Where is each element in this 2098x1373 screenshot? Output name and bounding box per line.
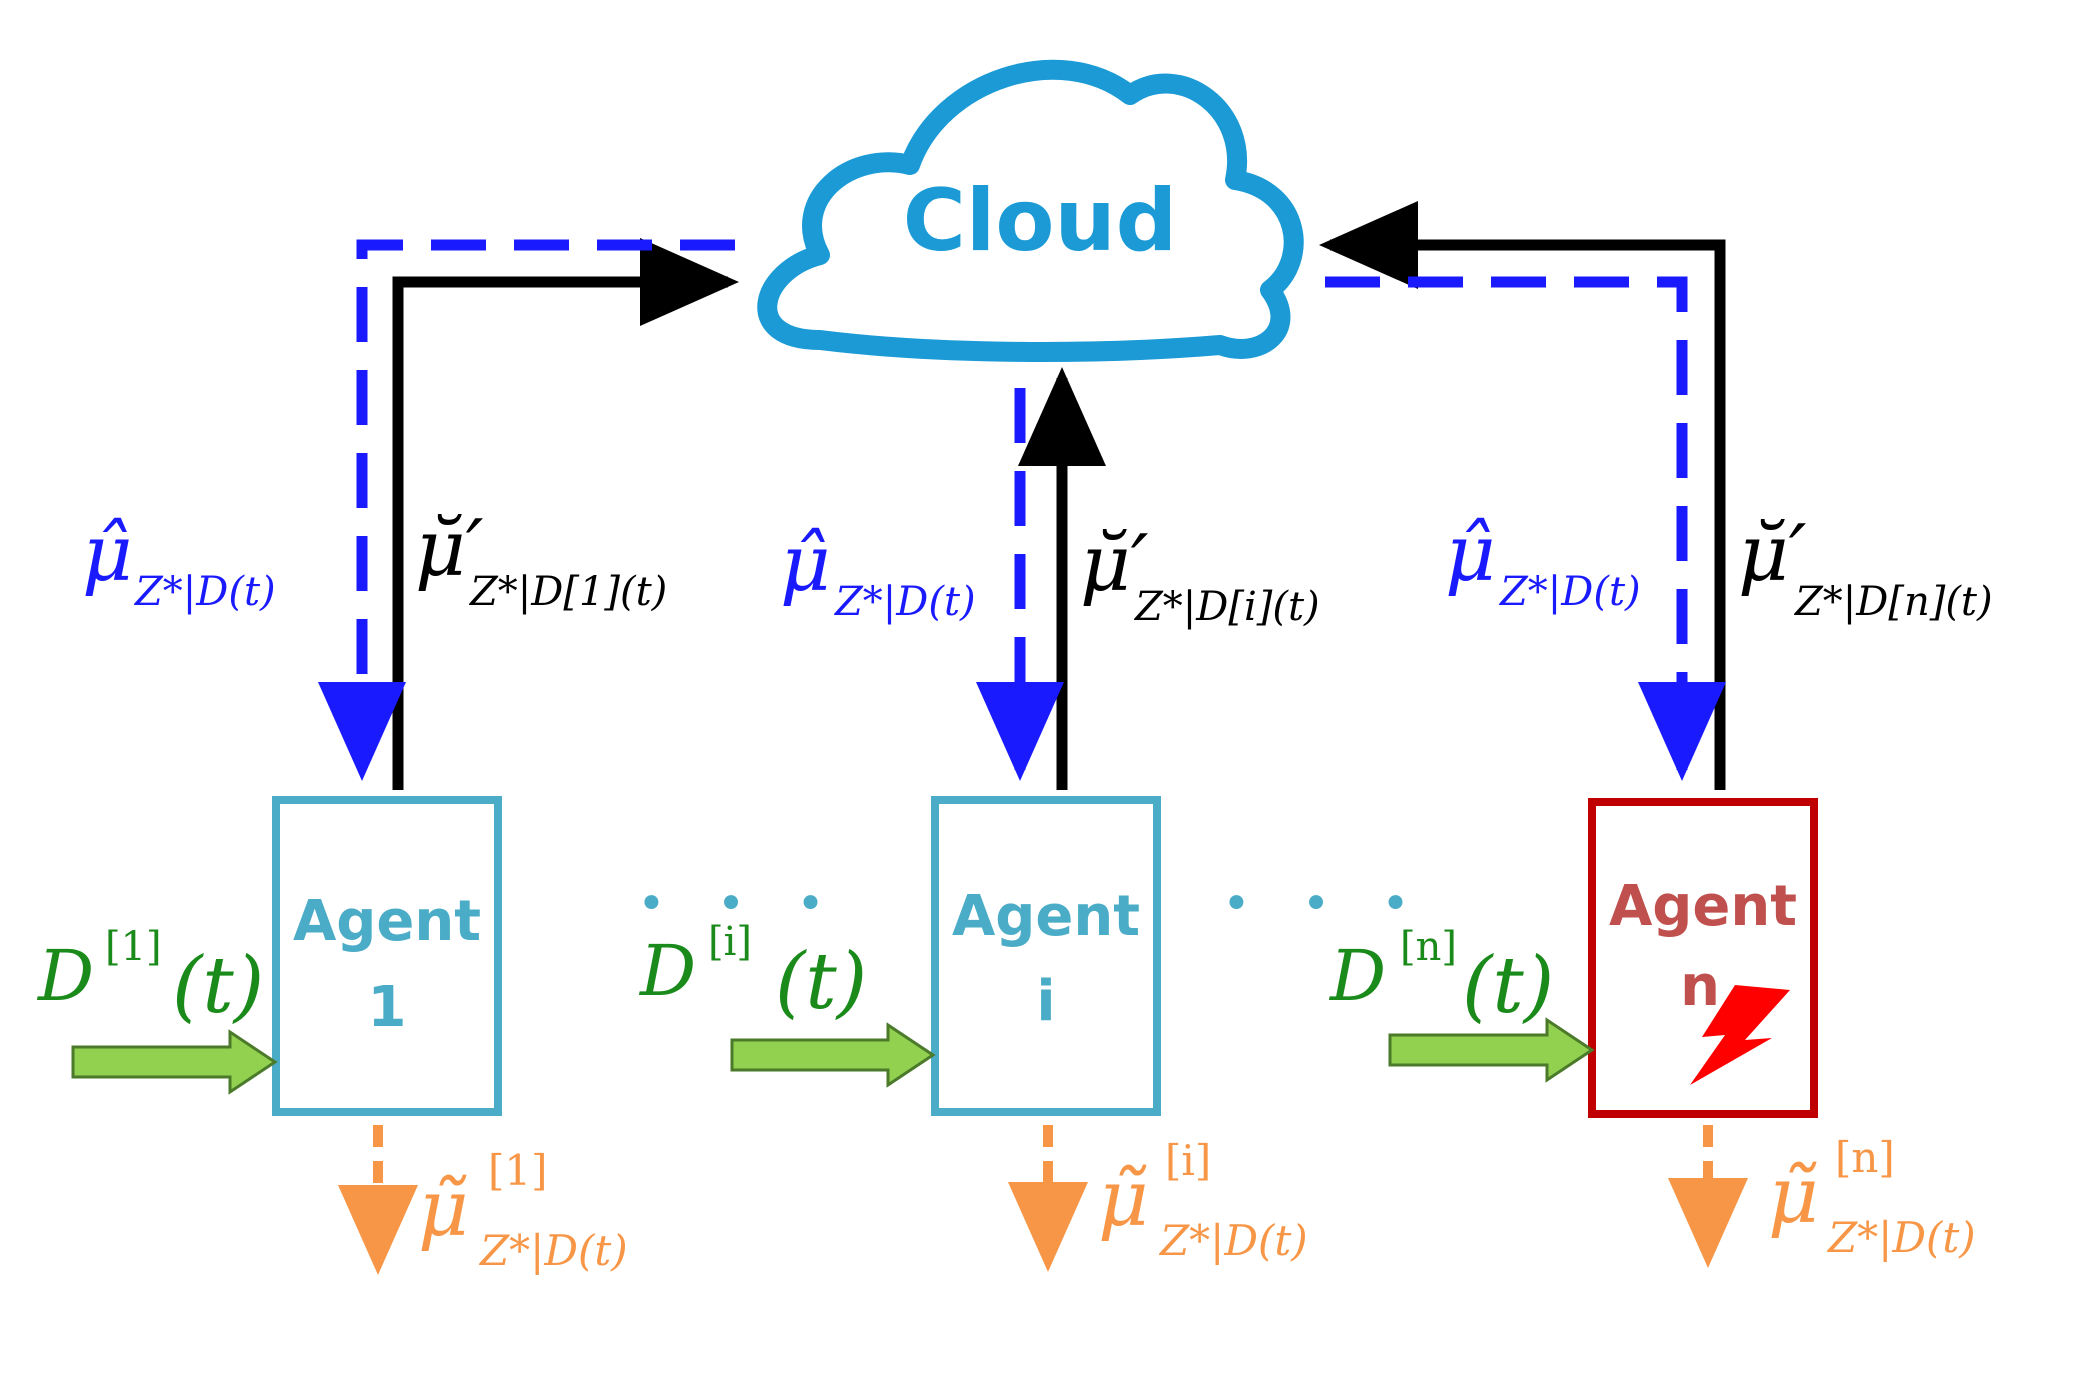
broadcast-label-agent-i: μ̂ Z*|D(t)	[780, 519, 976, 625]
cloud-node: Cloud	[757, 59, 1304, 362]
data-symbol-agent-n: D	[1328, 935, 1386, 1017]
broadcast-label-agent-n: μ̂ Z*|D(t)	[1445, 509, 1641, 615]
data-label-agent-i: D [i] (t)	[638, 919, 867, 1027]
upload-subscript-agent-1: Z*|D[1](t)	[468, 569, 667, 615]
data-label-agent-1: D [1] (t)	[36, 924, 264, 1031]
upload-label-agent-n: μ̆′ Z*|D[n](t)	[1738, 509, 1993, 625]
data-sup-agent-1: [1]	[105, 924, 162, 970]
data-arg-agent-1: (t)	[172, 941, 264, 1031]
ellipsis-1-i: • • •	[637, 876, 842, 932]
output-sub-agent-n: Z*|D(t)	[1826, 1213, 1976, 1262]
agent-n-index: n	[1680, 954, 1720, 1019]
output-symbol-agent-i: μ̃	[1098, 1154, 1149, 1244]
broadcast-arrow-agent-1	[318, 239, 735, 781]
upload-symbol-agent-1: μ̆′	[415, 504, 484, 594]
agent-1-node: Agent 1	[272, 796, 502, 1116]
upload-subscript-agent-n: Z*|D[n](t)	[1793, 579, 1993, 625]
upload-symbol-agent-i: μ̆′	[1080, 519, 1149, 609]
output-label-agent-n: μ̃ [n] Z*|D(t)	[1768, 1133, 1976, 1262]
agent-1-box	[272, 796, 502, 1116]
agent-i-index: i	[1036, 969, 1055, 1034]
broadcast-subscript-agent-n: Z*|D(t)	[1498, 569, 1641, 615]
agent-i-box	[931, 796, 1161, 1116]
data-arg-agent-n: (t)	[1462, 941, 1554, 1031]
broadcast-label-agent-1: μ̂ Z*|D(t)	[82, 509, 276, 615]
output-sub-agent-i: Z*|D(t)	[1158, 1216, 1308, 1265]
output-sup-agent-n: [n]	[1835, 1133, 1895, 1182]
cloud-label: Cloud	[903, 171, 1177, 271]
agent-1-name: Agent	[293, 889, 481, 954]
fault-bolt-icon	[1690, 985, 1790, 1085]
data-symbol-agent-1: D	[36, 935, 94, 1017]
cloud-shape	[757, 59, 1304, 362]
broadcast-symbol-agent-n: μ̂	[1445, 509, 1496, 599]
agent-1-index: 1	[368, 975, 407, 1040]
data-input-arrow-agent-n	[1388, 1017, 1595, 1083]
agent-n-box	[1588, 798, 1818, 1118]
upload-arrow-agent-1	[392, 238, 739, 790]
broadcast-subscript-agent-1: Z*|D(t)	[133, 569, 276, 615]
broadcast-subscript-agent-i: Z*|D(t)	[833, 579, 976, 625]
upload-arrow-agent-n	[1319, 201, 1726, 790]
data-sup-agent-n: [n]	[1400, 924, 1457, 970]
data-symbol-agent-i: D	[638, 930, 696, 1012]
data-sup-agent-i: [i]	[708, 919, 752, 965]
output-sup-agent-i: [i]	[1165, 1136, 1211, 1185]
output-label-agent-1: μ̃ [1] Z*|D(t)	[418, 1146, 628, 1275]
ellipsis-i-n: • • •	[1222, 876, 1427, 932]
upload-subscript-agent-i: Z*|D[i](t)	[1133, 584, 1320, 630]
agent-n-node: Agent n	[1588, 798, 1818, 1118]
data-input-arrow-agent-i	[730, 1022, 936, 1088]
broadcast-arrow-agent-n	[1325, 276, 1726, 781]
broadcast-symbol-agent-i: μ̂	[780, 519, 831, 609]
data-label-agent-n: D [n] (t)	[1328, 924, 1554, 1031]
output-symbol-agent-1: μ̃	[418, 1164, 469, 1254]
output-sub-agent-1: Z*|D(t)	[478, 1226, 628, 1275]
data-arg-agent-i: (t)	[775, 937, 867, 1027]
upload-label-agent-i: μ̆′ Z*|D[i](t)	[1080, 519, 1320, 630]
output-symbol-agent-n: μ̃	[1768, 1151, 1819, 1241]
output-sup-agent-1: [1]	[488, 1146, 548, 1195]
agent-i-node: Agent i	[931, 796, 1161, 1116]
upload-symbol-agent-n: μ̆′	[1738, 509, 1807, 599]
data-input-arrow-agent-1	[71, 1029, 278, 1095]
output-label-agent-i: μ̃ [i] Z*|D(t)	[1098, 1136, 1308, 1265]
upload-label-agent-1: μ̆′ Z*|D[1](t)	[415, 504, 667, 615]
agent-n-name: Agent	[1609, 874, 1797, 939]
agent-i-name: Agent	[952, 884, 1140, 949]
broadcast-symbol-agent-1: μ̂	[82, 509, 133, 599]
